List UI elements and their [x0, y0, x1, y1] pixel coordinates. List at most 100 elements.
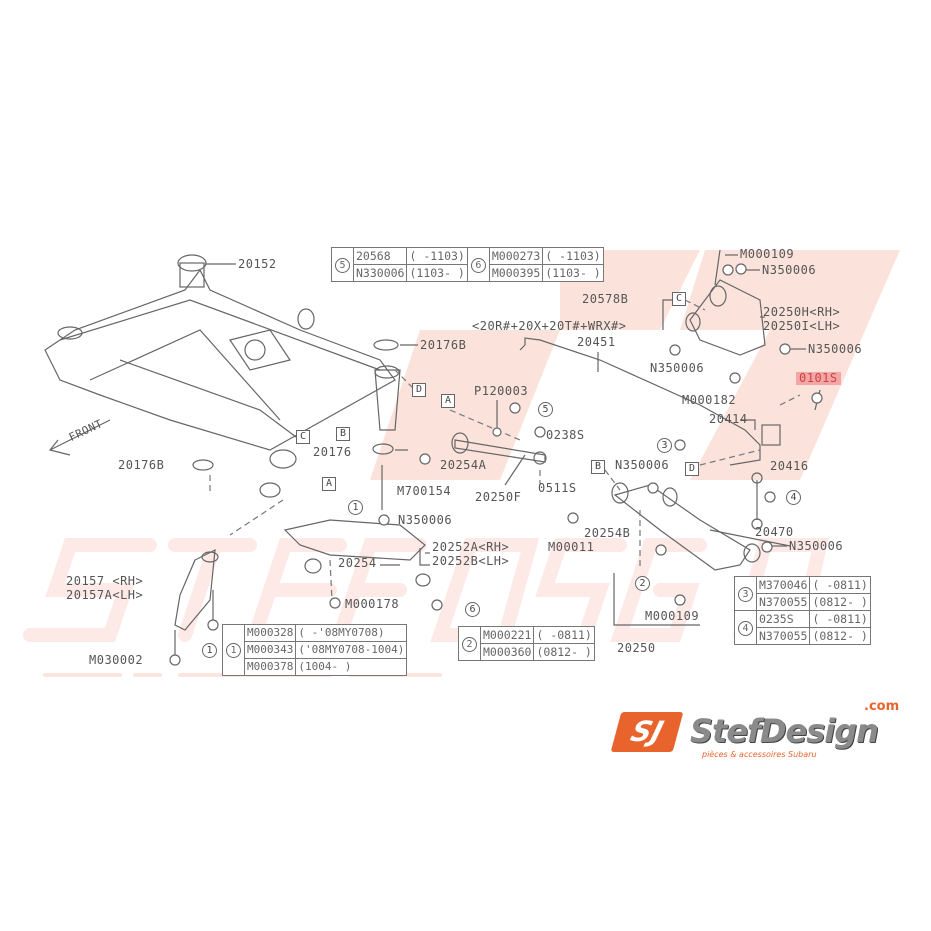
part-range: ( -'08MY0708)	[295, 624, 408, 642]
bushings	[192, 308, 401, 510]
ref-box-a: A	[441, 394, 455, 408]
ref-circle-5: 5	[538, 402, 553, 417]
ref-box-c: C	[672, 292, 686, 306]
table-ref-4: 4	[738, 620, 753, 636]
ref-circle-2: 2	[635, 576, 650, 591]
part-number: M000395	[488, 264, 544, 282]
label-n350006-a: N350006	[762, 263, 817, 277]
label-20157: 20157 <RH>	[66, 574, 144, 588]
label-p120003: P120003	[474, 384, 529, 398]
label-20250i: 20250I<LH>	[763, 319, 841, 333]
front-arrow-icon	[48, 419, 111, 456]
ref-box-d: D	[685, 462, 699, 476]
logo-tagline: pièces & accessoires Subaru	[702, 750, 817, 759]
label-20254: 20254	[338, 556, 377, 570]
part-range: ( -0811)	[809, 576, 871, 594]
part-range: (0812- )	[809, 593, 871, 611]
part-range: (0812- )	[533, 643, 595, 661]
trailing-link	[174, 548, 219, 655]
part-number: M000221	[479, 626, 535, 644]
table-ref-2: 2	[462, 636, 477, 652]
part-number: M370046	[755, 576, 811, 594]
label-20451: 20451	[577, 335, 616, 349]
label-20254b: 20254B	[584, 526, 631, 540]
upper-arm	[685, 249, 766, 356]
label-20176: 20176	[313, 445, 352, 459]
label-m00011: M00011	[548, 540, 595, 554]
subframe	[44, 254, 396, 498]
label-0238s: 0238S	[546, 428, 585, 442]
table-ref-6: 6	[470, 257, 486, 273]
part-number: N370055	[755, 593, 811, 611]
parts-table-1: 1 M000328 ( -'08MY0708) M000343 ('08MY07…	[222, 624, 408, 676]
lateral-links	[283, 432, 547, 587]
part-number: M000328	[243, 624, 297, 642]
label-20470: 20470	[755, 525, 794, 539]
label-n350006-e: N350006	[398, 513, 453, 527]
parts-table-2: 2 M000221 ( -0811) M000360 (0812- )	[458, 626, 595, 661]
label-m000109-bottom: M000109	[645, 609, 700, 623]
label-20578b: 20578B	[582, 292, 629, 306]
label-20250h: 20250H<RH>	[763, 305, 841, 319]
label-20414: 20414	[709, 412, 748, 426]
label-0101s-highlighted[interactable]: 0101S	[796, 372, 841, 385]
leader-dashes	[209, 299, 801, 601]
part-range: (0812- )	[809, 627, 871, 645]
ref-box-d: D	[412, 383, 426, 397]
part-number: 20568	[352, 247, 408, 265]
label-20252b: 20252B<LH>	[432, 554, 510, 568]
label-20176b-top: 20176B	[420, 338, 467, 352]
part-number: M000273	[488, 247, 544, 265]
label-20176b-left: 20176B	[118, 458, 165, 472]
logo-name: StefDesign	[690, 712, 879, 750]
label-0511s: 0511S	[538, 481, 577, 495]
label-20152: 20152	[238, 257, 277, 271]
lower-arm	[611, 482, 761, 571]
label-20416: 20416	[770, 459, 809, 473]
part-range: (1004- )	[295, 658, 408, 676]
label-20157a: 20157A<LH>	[66, 588, 144, 602]
ref-box-b: B	[336, 427, 350, 441]
table-ref-3: 3	[738, 586, 753, 602]
label-n350006-c: N350006	[650, 361, 705, 375]
logo-mark: SJ	[610, 712, 684, 752]
ref-circle-4: 4	[786, 490, 801, 505]
ref-box-a: A	[322, 477, 336, 491]
ref-circle-3: 3	[657, 438, 672, 453]
stabilizer-bar	[519, 337, 781, 530]
part-range: ('08MY0708-1004)	[295, 641, 408, 659]
stefdesign-logo: SJ StefDesign .com pièces & accessoires …	[610, 699, 922, 762]
part-range: ( -1103)	[406, 247, 468, 265]
part-range: ( -0811)	[533, 626, 595, 644]
label-20250: 20250	[617, 641, 656, 655]
label-model-note: <20R#+20X+20T#+WRX#>	[472, 319, 627, 333]
ref-circle-6: 6	[465, 602, 480, 617]
part-range: ( -0811)	[809, 610, 871, 628]
part-number: 0235S	[755, 610, 811, 628]
part-number: N330006	[352, 264, 408, 282]
parts-table-5-6: 5 20568 ( -1103) 6 M000273 ( -1103) N330…	[331, 247, 604, 282]
fasteners	[169, 263, 823, 666]
watermark-logo	[370, 250, 900, 480]
label-m030002: M030002	[89, 653, 144, 667]
part-number: N370055	[755, 627, 811, 645]
label-m000182: M000182	[682, 393, 737, 407]
parts-table-3-4: 3 M370046 ( -0811) N370055 (0812- ) 4 02…	[734, 576, 871, 645]
table-ref-1: 1	[226, 642, 241, 658]
label-m700154: M700154	[397, 484, 452, 498]
logo-domain: .com	[864, 699, 900, 714]
part-range: ( -1103)	[542, 247, 604, 265]
label-20254a: 20254A	[440, 458, 487, 472]
label-m000178: M000178	[345, 597, 400, 611]
label-n350006-f: N350006	[789, 539, 844, 553]
table-ref-5: 5	[335, 257, 350, 273]
ref-circle-1: 1	[202, 643, 217, 658]
ref-box-b: B	[591, 460, 605, 474]
label-n350006-b: N350006	[808, 342, 863, 356]
part-range: (1103- )	[542, 264, 604, 282]
label-20252a: 20252A<RH>	[432, 540, 510, 554]
part-range: (1103- )	[406, 264, 468, 282]
label-20250f: 20250F	[475, 490, 522, 504]
